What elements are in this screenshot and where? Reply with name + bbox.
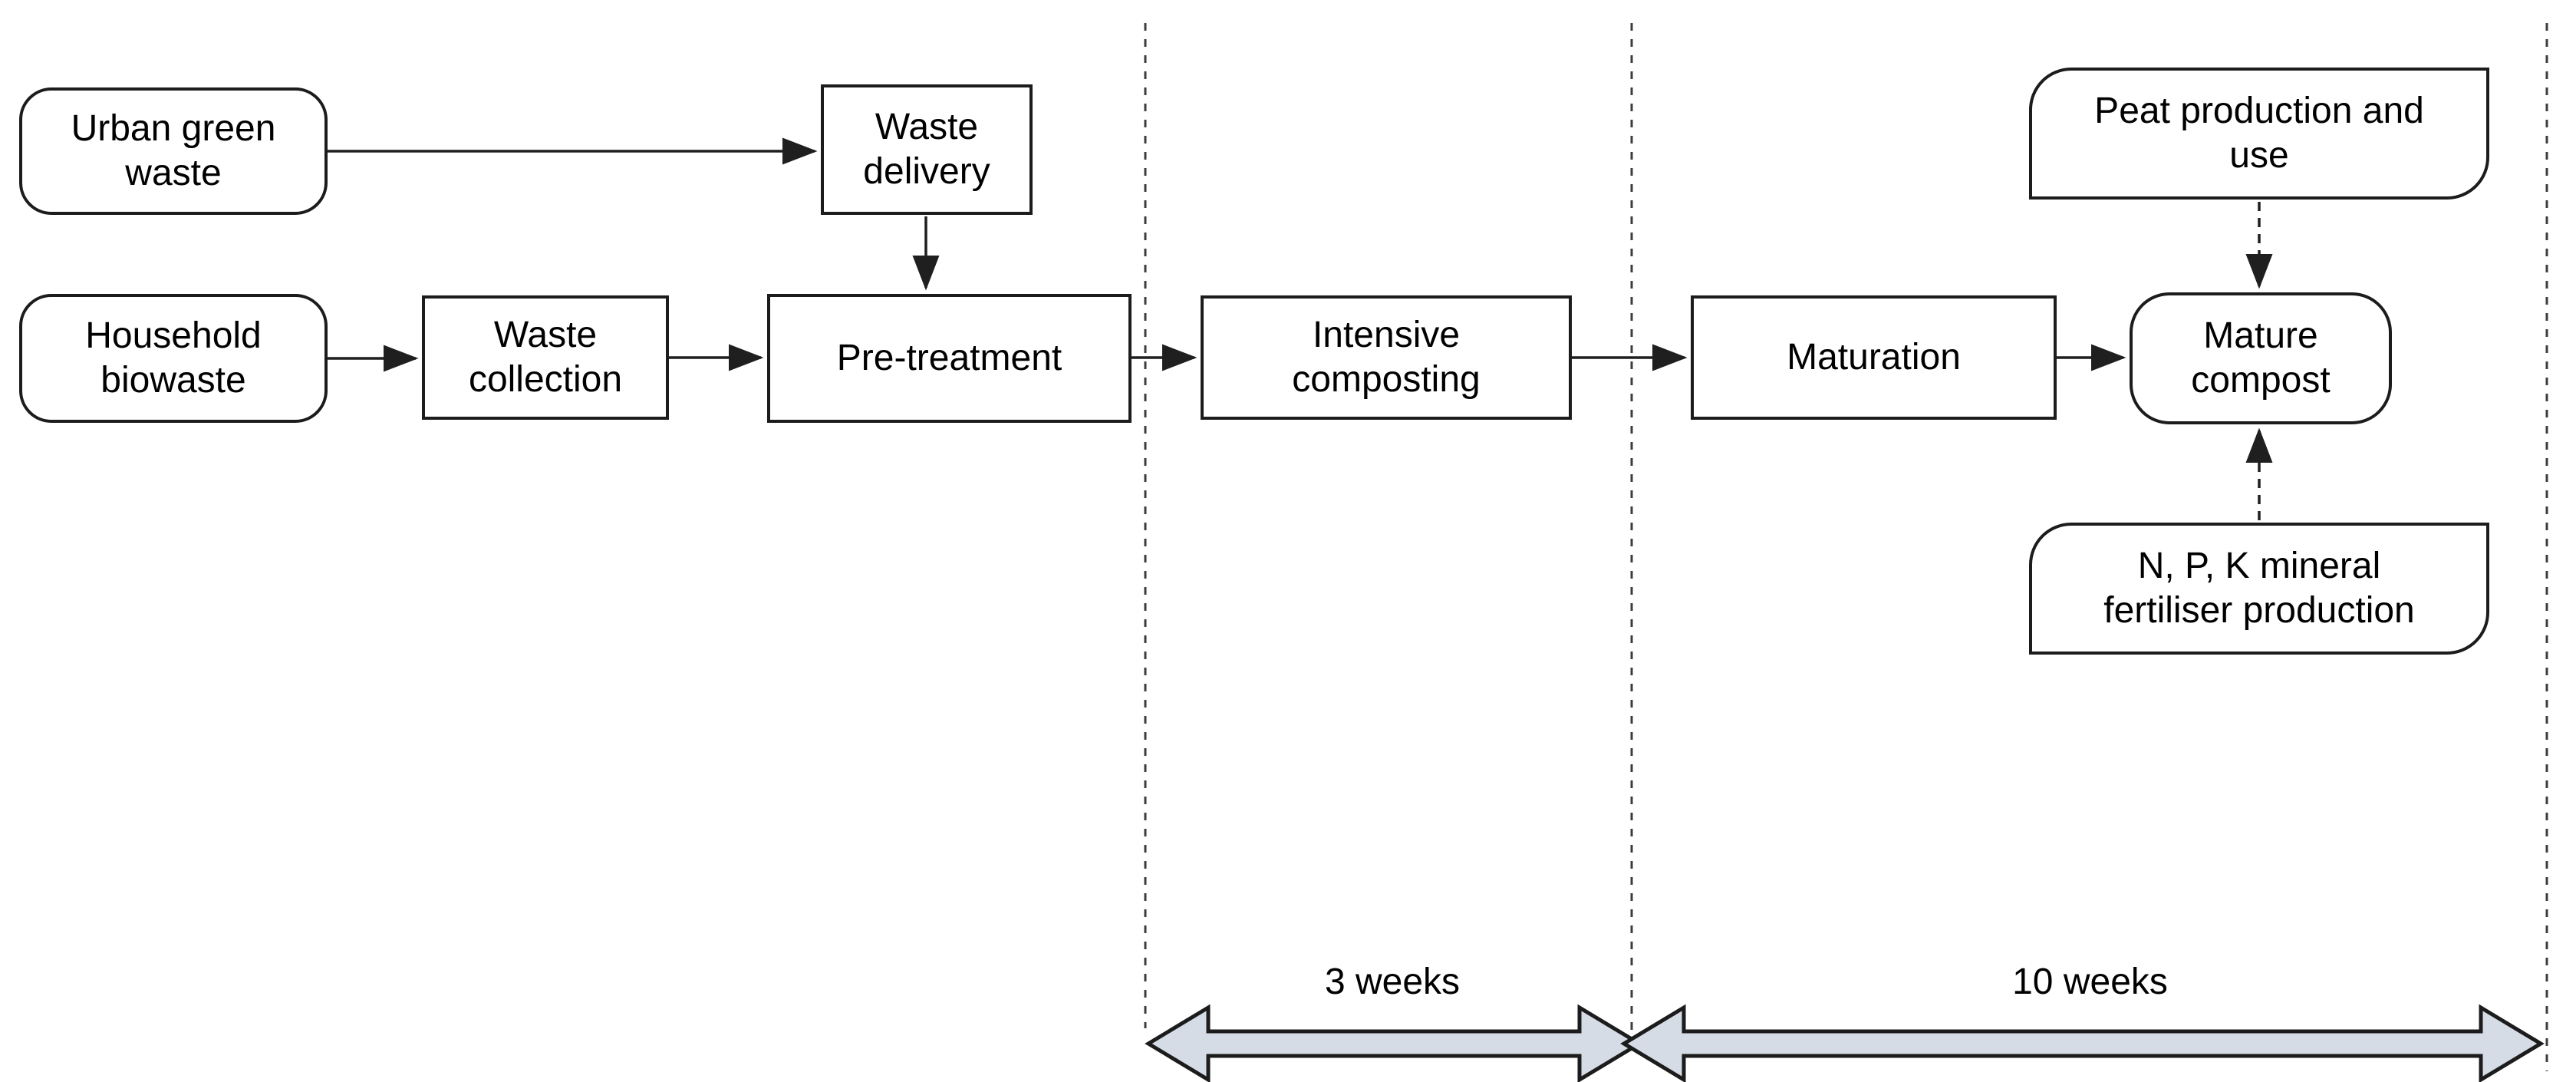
- timeline-arrow-3-weeks: [1145, 1004, 1643, 1082]
- node-waste-collection-label: Waste collection: [468, 315, 623, 400]
- node-waste-delivery-label: Waste delivery: [863, 107, 990, 192]
- node-pre-treatment-label: Pre-treatment: [836, 338, 1062, 378]
- node-maturation: Maturation: [1691, 295, 2057, 420]
- phase1-label: 3 weeks: [1324, 962, 1461, 1002]
- node-peat-production: Peat production and use: [2029, 68, 2489, 200]
- node-intensive-composting: Intensive composting: [1201, 295, 1572, 420]
- node-household-biowaste-label: Household biowaste: [85, 315, 262, 401]
- node-maturation-label: Maturation: [1787, 337, 1961, 378]
- timeline-arrow-10-weeks: [1620, 1004, 2545, 1082]
- node-waste-collection: Waste collection: [422, 295, 669, 420]
- node-mature-compost: Mature compost: [2130, 292, 2392, 424]
- node-waste-delivery: Waste delivery: [821, 84, 1033, 215]
- node-mature-compost-label: Mature compost: [2191, 315, 2331, 401]
- node-household-biowaste: Household biowaste: [19, 294, 328, 423]
- phase2-label: 10 weeks: [2012, 962, 2168, 1002]
- node-intensive-composting-label: Intensive composting: [1292, 315, 1481, 400]
- node-npk-fertiliser-label: N, P, K mineral fertiliser production: [2103, 546, 2415, 631]
- node-peat-production-label: Peat production and use: [2094, 91, 2424, 176]
- node-npk-fertiliser: N, P, K mineral fertiliser production: [2029, 523, 2489, 655]
- node-pre-treatment: Pre-treatment: [767, 294, 1132, 423]
- node-urban-green-waste: Urban green waste: [19, 87, 328, 215]
- node-urban-green-waste-label: Urban green waste: [71, 108, 276, 193]
